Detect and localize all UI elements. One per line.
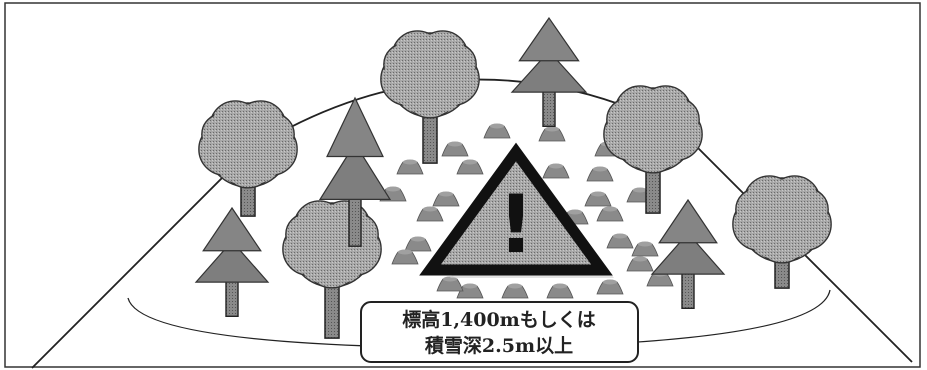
stump-26 [436,276,464,292]
warning-exclamation: ! [498,178,534,271]
broadleaf-tree-4 [282,200,382,339]
conifer-tree-4 [650,198,726,309]
caption-line-1: 標高1,400mもしくは [402,308,596,331]
stump-19 [631,241,659,257]
stump-2 [538,126,566,142]
frame-border [4,2,921,368]
stump-21 [626,256,654,272]
stump-1 [483,123,511,139]
stump-25 [596,279,624,295]
broadleaf-tree-2 [380,30,480,164]
stump-13 [416,206,444,222]
stump-8 [586,166,614,182]
caption-box: 標高1,400mもしくは 積雪深2.5m以上 [360,301,639,363]
broadleaf-tree-1 [198,100,298,217]
stump-11 [584,191,612,207]
trees-group [194,16,832,339]
caption-line-2: 積雪深2.5m以上 [425,334,573,357]
stump-10 [432,191,460,207]
stump-7 [542,163,570,179]
stump-5 [396,159,424,175]
broadleaf-tree-3 [603,85,703,214]
stump-24 [546,283,574,299]
conifer-tree-1 [510,16,588,128]
stump-16 [404,236,432,252]
warning-triangle-icon: ! [419,142,614,278]
stump-3 [441,141,469,157]
stump-18 [606,233,634,249]
broadleaf-tree-5 [732,175,832,289]
stump-15 [596,206,624,222]
stump-22 [456,283,484,299]
stump-20 [391,249,419,265]
conifer-tree-3 [194,206,270,317]
stump-6 [456,159,484,175]
conifer-tree-2 [318,96,392,247]
stump-23 [501,283,529,299]
